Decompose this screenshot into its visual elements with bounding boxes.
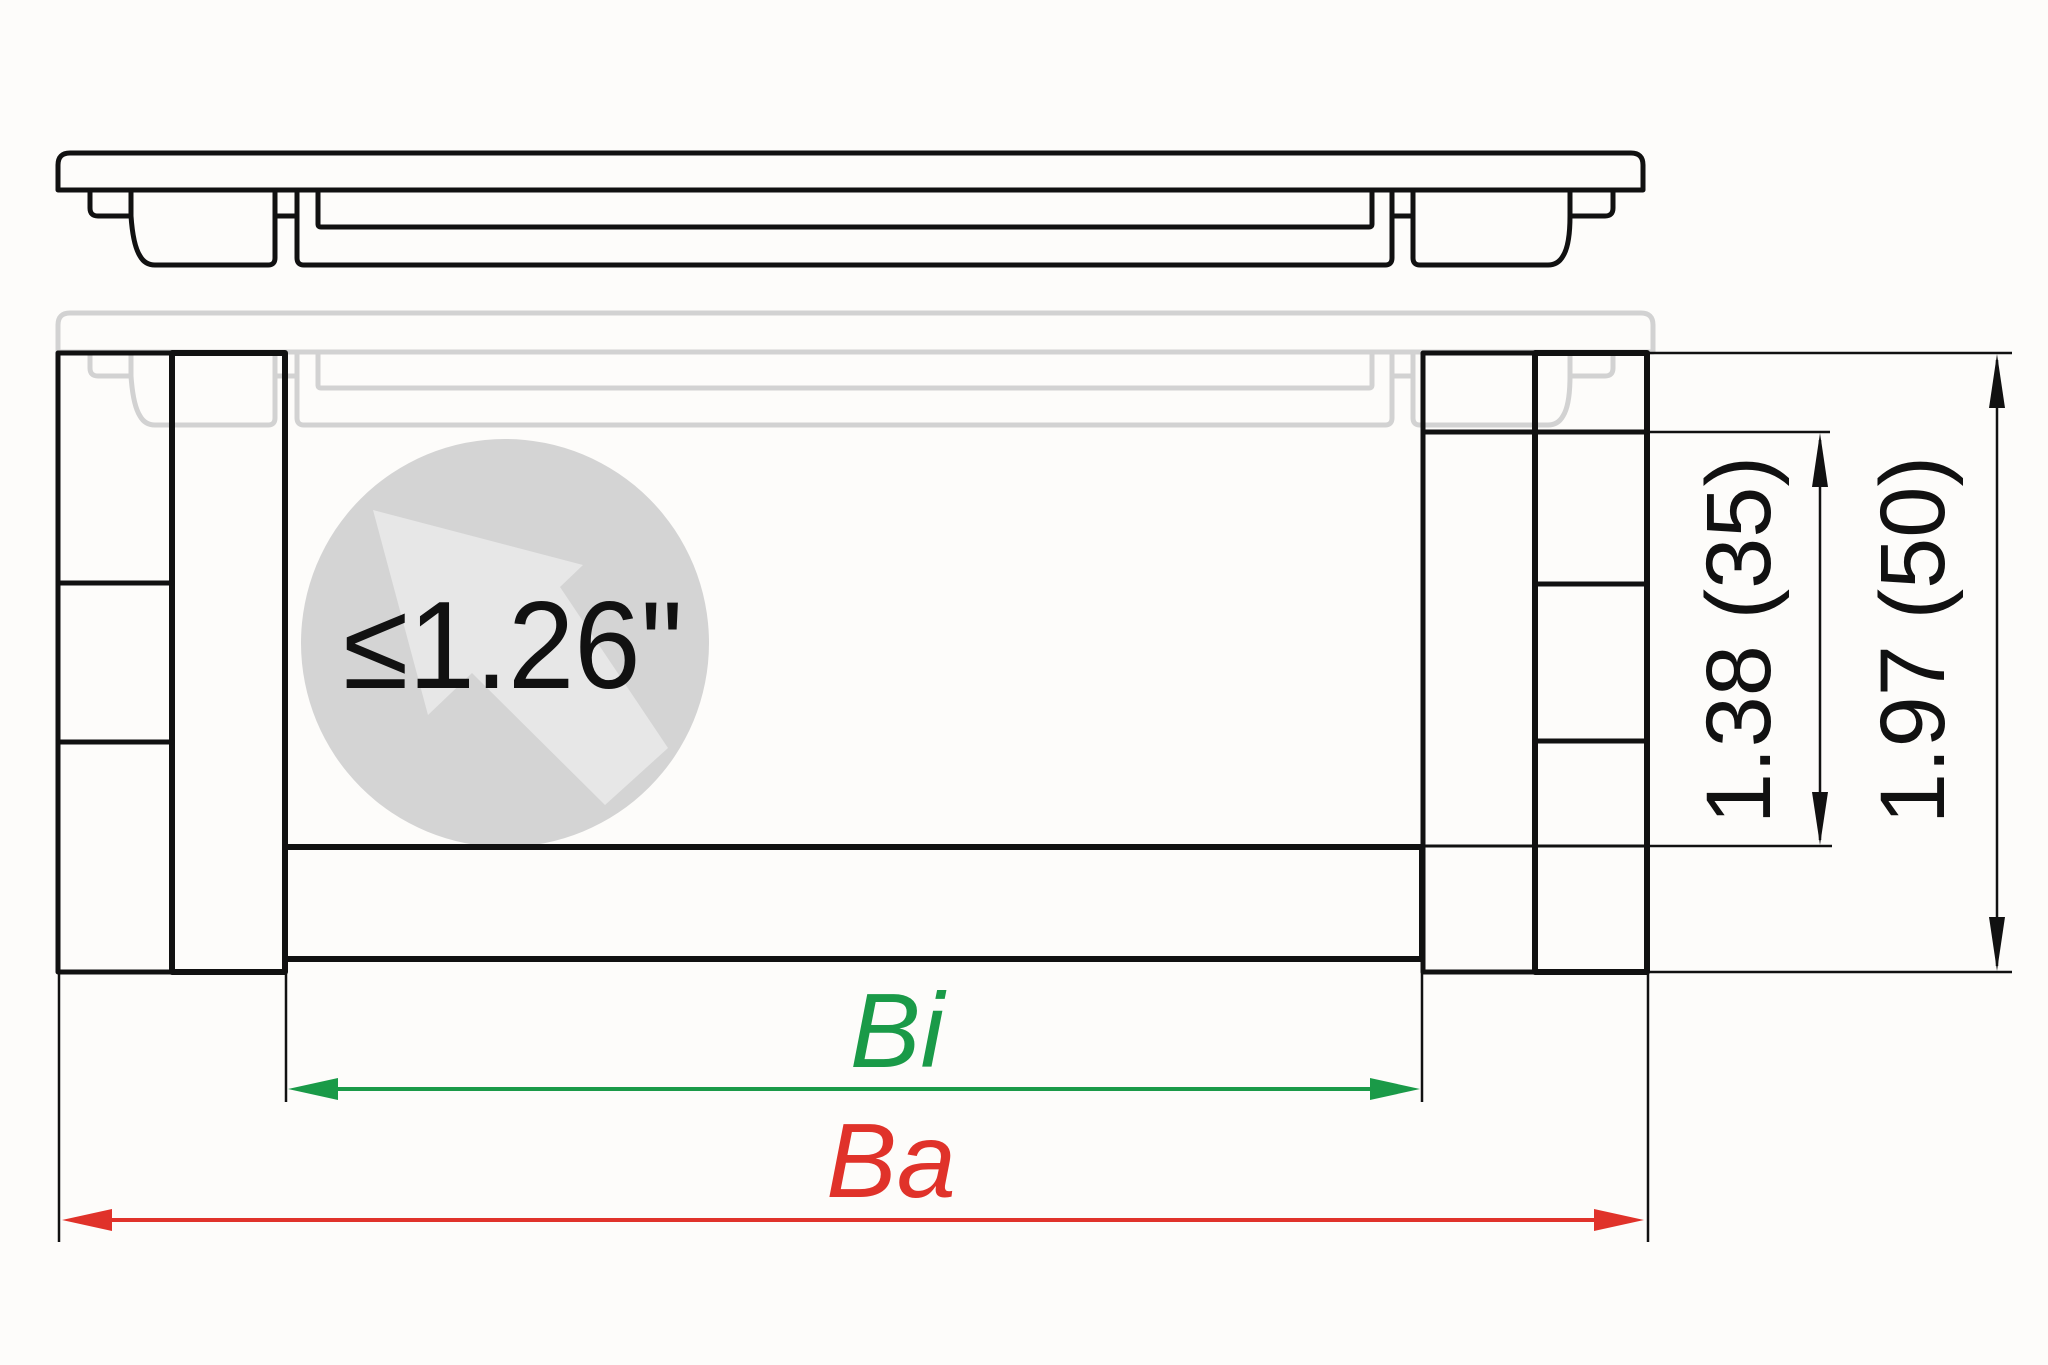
cover-left-tab (87, 187, 134, 219)
outer-height-label: 1.97 (50) (1862, 456, 1964, 824)
arrow-down-icon (1989, 917, 2005, 971)
arrow-right-icon (1594, 1209, 1644, 1231)
outer-height-dimension-line (1989, 354, 2005, 971)
arrow-left-icon (62, 1209, 112, 1231)
max-diameter-badge: ≤1.26" (301, 439, 709, 847)
inner-height-label: 1.38 (35) (1688, 456, 1790, 824)
width-dimensions: Bi Ba (57, 960, 1650, 1242)
arrow-up-icon (1812, 433, 1828, 487)
cover-right-block (1410, 187, 1573, 268)
cover-center-block (294, 187, 1395, 268)
arrow-up-left-icon (373, 510, 668, 805)
outer-width-dimension-line (62, 1209, 1644, 1231)
outer-width-label: Ba (826, 1102, 956, 1220)
cover-lid (55, 150, 1646, 268)
cover-center-slot (315, 187, 1375, 230)
right-side-plate-inner (1420, 350, 1538, 975)
cover-right-tab (1567, 187, 1616, 219)
height-dimensions: 1.38 (35) 1.97 (50) (1647, 351, 2012, 974)
inner-width-label: Bi (850, 972, 947, 1090)
inner-width-dimension-line (288, 1078, 1420, 1100)
cover-left-block (128, 187, 278, 268)
right-side-plate-outer (1532, 350, 1650, 975)
arrow-left-icon (288, 1078, 338, 1100)
arrow-down-icon (1812, 792, 1828, 845)
left-side-plate-inner (169, 350, 288, 975)
cover-plate (55, 150, 1646, 193)
arrow-right-icon (1370, 1078, 1420, 1100)
badge-text: ≤1.26" (343, 577, 683, 715)
arrow-up-icon (1989, 354, 2005, 408)
inner-height-dimension-line (1812, 433, 1828, 845)
cover-ghost (55, 310, 1656, 428)
bottom-crossbar (282, 844, 1425, 962)
chain-link-frame (55, 350, 1650, 975)
left-side-plate-outer (55, 350, 175, 975)
